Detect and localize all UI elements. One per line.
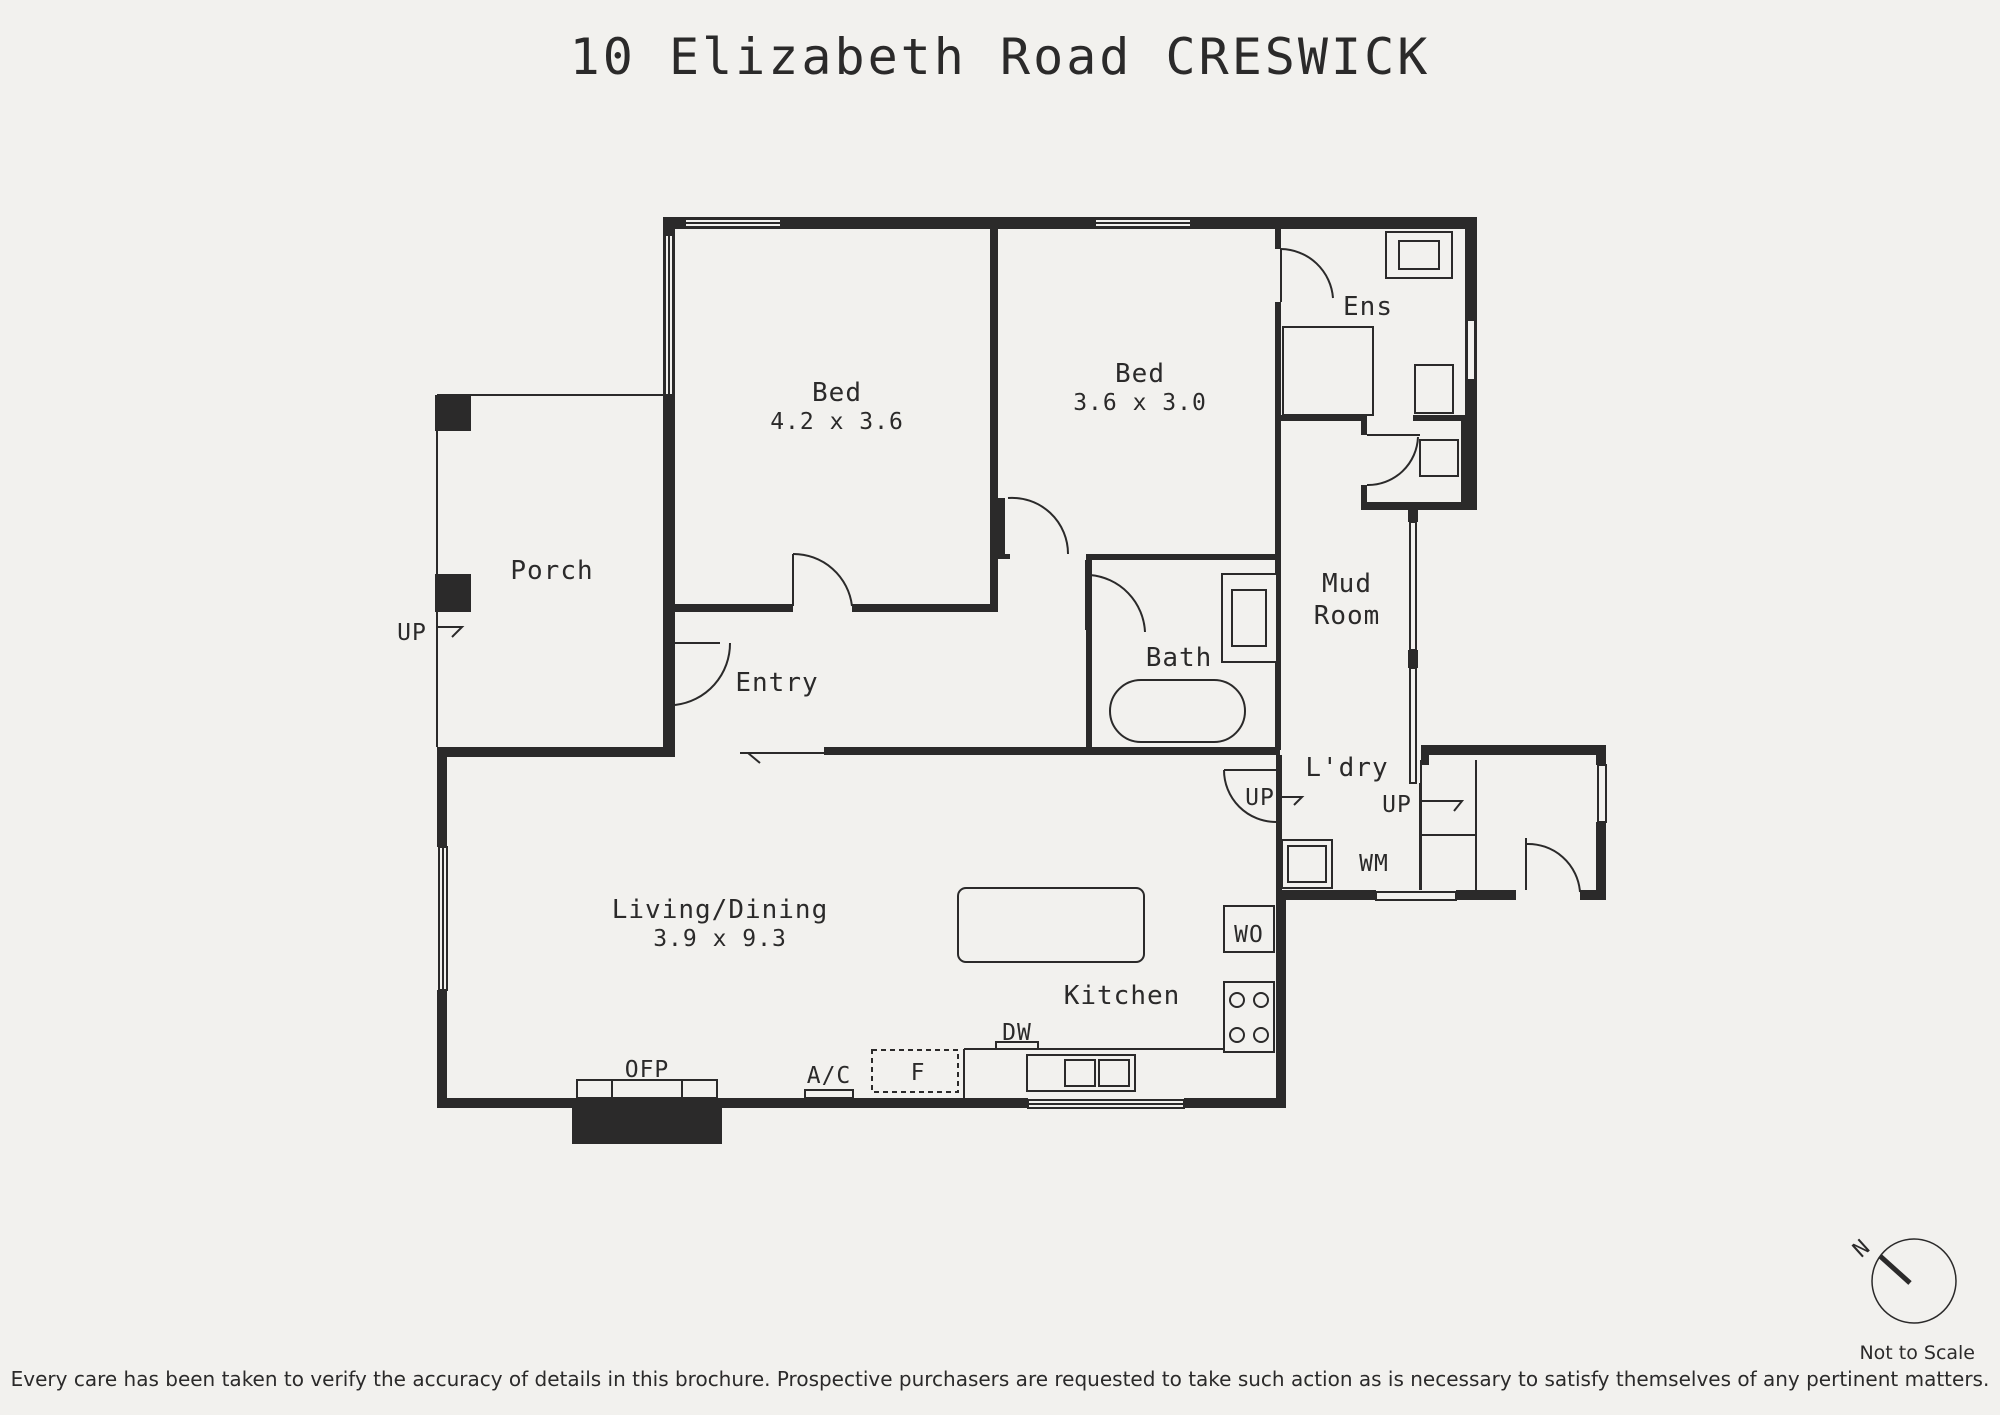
laundry-name: L'dry xyxy=(1305,753,1388,783)
mud-room-line1: Mud xyxy=(1322,569,1372,599)
wo-label: WO xyxy=(1234,922,1264,948)
living-name: Living/Dining xyxy=(612,895,829,925)
compass-north-arrow-icon: N xyxy=(1848,1235,1957,1324)
bath-name: Bath xyxy=(1146,643,1213,673)
entry-name: Entry xyxy=(735,668,818,698)
plan-title: 10 Elizabeth Road CRESWICK xyxy=(569,28,1431,86)
compass-n-label: N xyxy=(1848,1235,1875,1262)
disclaimer-text: Every care has been taken to verify the … xyxy=(10,1367,1990,1391)
wm-label: WM xyxy=(1359,851,1389,877)
ofp-label: OFP xyxy=(625,1057,670,1083)
up-back-label: UP xyxy=(1382,792,1412,818)
kitchen-name: Kitchen xyxy=(1064,981,1181,1011)
up-laundry-label: UP xyxy=(1245,785,1275,811)
walls xyxy=(435,217,1606,1144)
mud-room-line2: Room xyxy=(1314,601,1381,631)
fridge-label: F xyxy=(911,1060,926,1086)
ens-name: Ens xyxy=(1343,292,1393,322)
not-to-scale-note: Not to Scale xyxy=(1859,1342,1975,1364)
up-back-arrow-icon xyxy=(1420,800,1465,812)
living-size: 3.9 x 9.3 xyxy=(653,926,787,952)
porch-outline xyxy=(436,394,663,747)
up-laundry-arrow-icon xyxy=(1280,796,1305,806)
door-swings xyxy=(674,248,1581,893)
porch-name: Porch xyxy=(510,556,593,586)
ac-label: A/C xyxy=(807,1063,852,1089)
steps xyxy=(1419,760,1477,890)
dw-label: DW xyxy=(1002,1020,1032,1046)
up-porch-arrow-icon xyxy=(437,626,465,638)
bed2-size: 3.6 x 3.0 xyxy=(1073,390,1207,416)
bed2-name: Bed xyxy=(1115,359,1165,389)
fixtures xyxy=(804,231,1459,1099)
bed1-name: Bed xyxy=(812,378,862,408)
up-porch-label: UP xyxy=(397,620,427,646)
windows xyxy=(438,218,1607,1109)
bed1-size: 4.2 x 3.6 xyxy=(770,409,904,435)
